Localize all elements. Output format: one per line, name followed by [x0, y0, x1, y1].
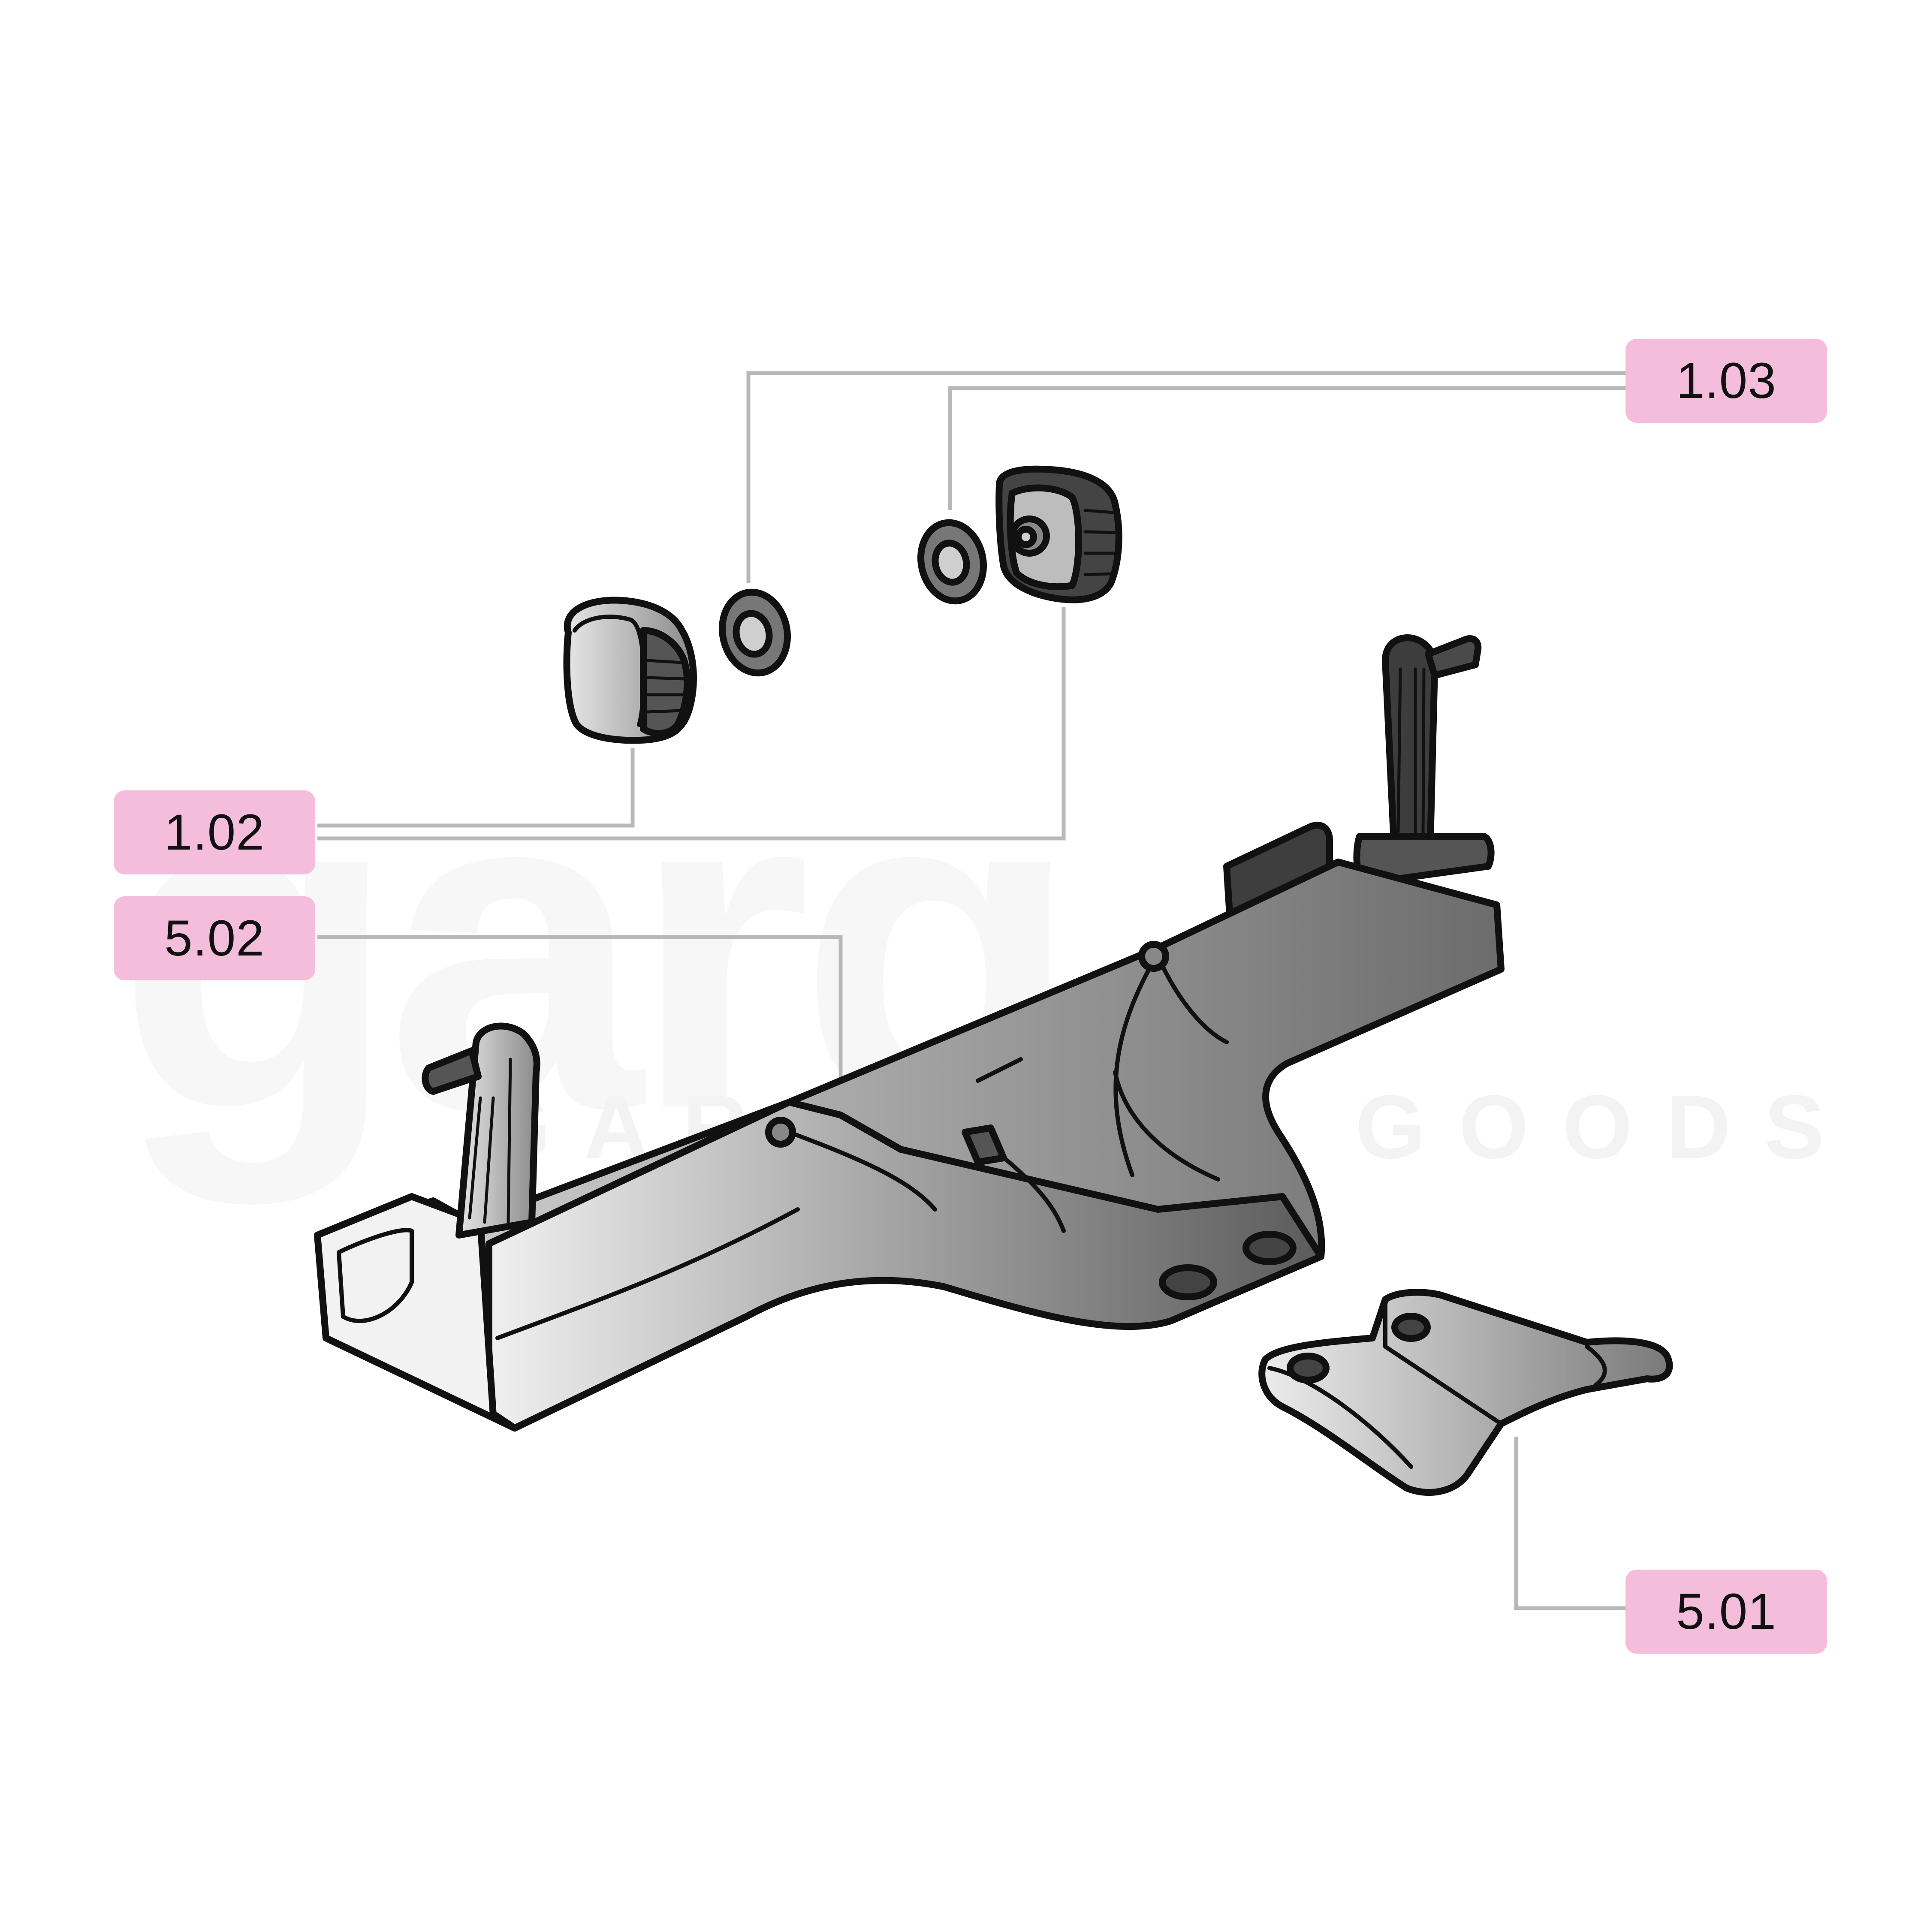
frame-rivet-right [1138, 941, 1169, 972]
left-washer [719, 588, 791, 677]
leader-103-to-left-washer [746, 371, 1625, 583]
frame-left-post-ribs [468, 1058, 512, 1224]
leader-103-to-right-washer [948, 386, 1625, 510]
frame-foot-hole-2 [1242, 1231, 1297, 1265]
leader-501-to-plate [1514, 1437, 1625, 1610]
left-knob-nut [563, 597, 697, 744]
frame-rivet-left [765, 1117, 796, 1148]
frame-front-face [486, 1099, 1324, 1432]
frame-right-post-bolt [1425, 635, 1482, 679]
right-knob-bore [1015, 526, 1037, 548]
leader-502-to-frame [317, 935, 843, 1085]
frame-left-end-block [314, 1193, 518, 1432]
right-washer [917, 519, 987, 605]
frame-right-post-base [1353, 833, 1495, 887]
right-knob-ridge-lines [1083, 509, 1118, 576]
foot-plate-hole-2 [1391, 1313, 1431, 1342]
frame-left-end-slot [337, 1228, 414, 1323]
frame-right-post [1382, 634, 1438, 846]
callout-1-02: 1.02 [114, 790, 315, 874]
frame-right-post-ribs [1396, 667, 1426, 838]
frame-center-ridges [495, 954, 1229, 1340]
foot-plate [1258, 1289, 1673, 1496]
callout-1-03: 1.03 [1625, 339, 1827, 423]
watermark-subtitle-right: GOODS [1355, 1076, 1858, 1177]
foot-plate-hole-1 [1287, 1353, 1330, 1383]
foot-plate-edges [1267, 1302, 1607, 1469]
right-knob-nut [995, 465, 1122, 603]
callout-5-02: 5.02 [114, 896, 315, 980]
frame-foot-hole-1 [1159, 1264, 1217, 1300]
callout-5-01: 5.01 [1625, 1570, 1827, 1654]
right-washer-hole [932, 540, 970, 586]
left-washer-hole [733, 610, 773, 658]
frame-tab [962, 1124, 1007, 1166]
leader-102-to-left-knob [317, 748, 635, 828]
leader-102-to-right-knob [317, 607, 1066, 841]
foot-plate-body [1258, 1289, 1673, 1496]
frame-left-post-bolt [422, 1047, 482, 1095]
left-knob-ridges [640, 627, 691, 737]
leader-lines [317, 371, 1625, 1610]
left-knob-ridge-lines [646, 659, 687, 714]
handle-frame [314, 634, 1505, 1432]
